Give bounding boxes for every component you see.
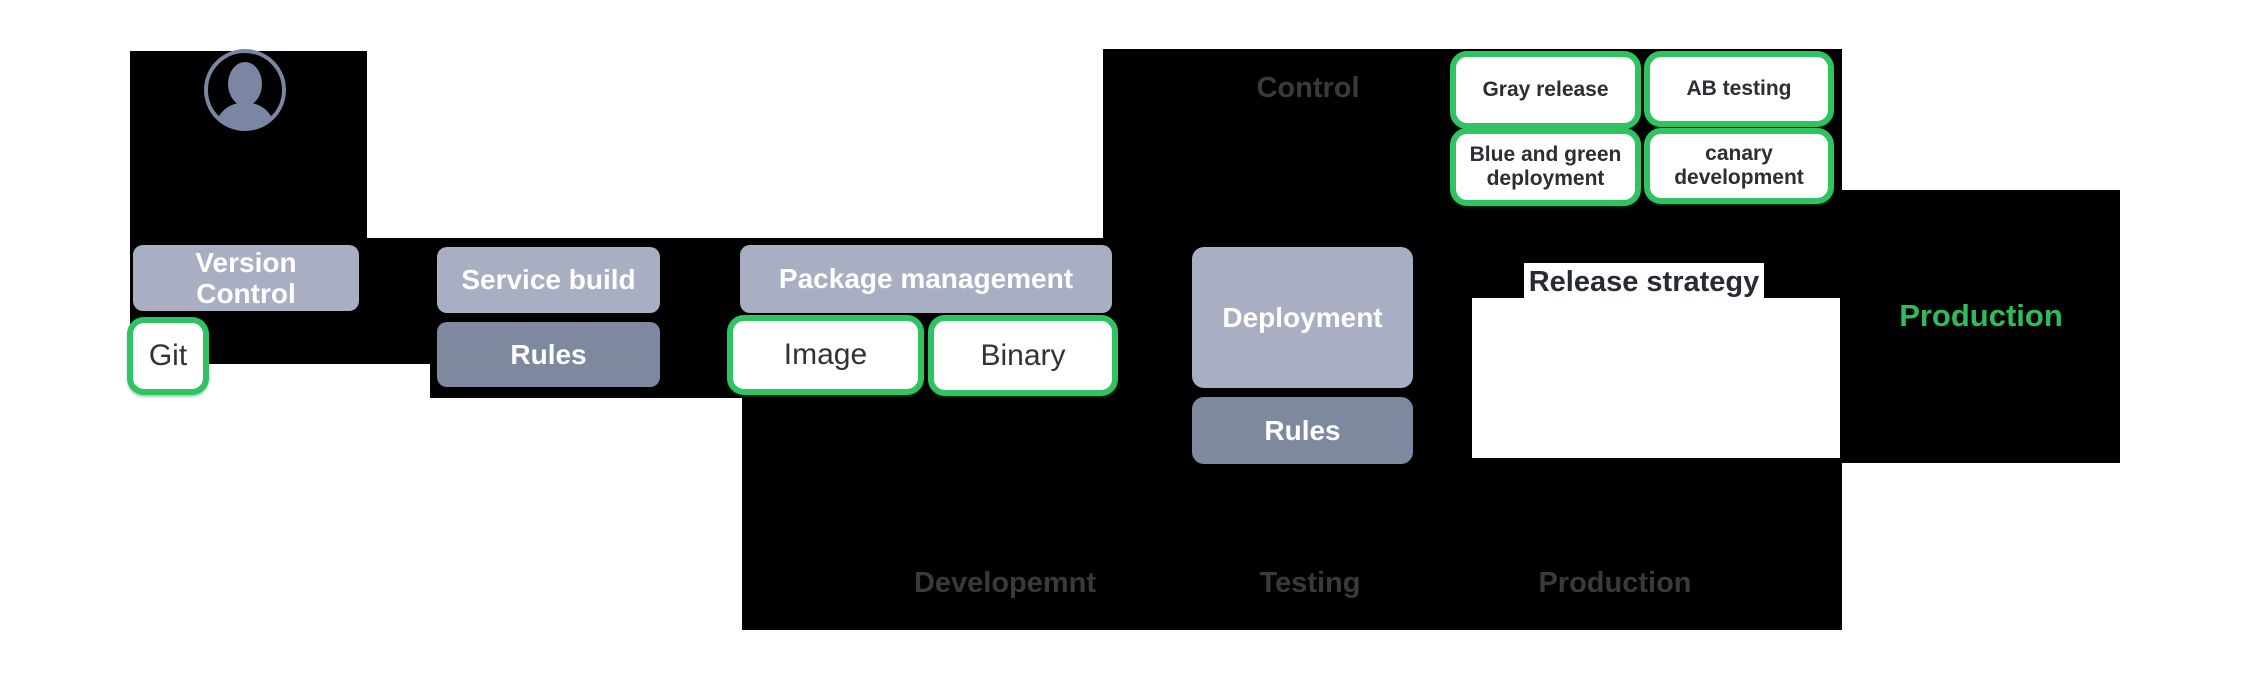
canary-development-node: canary development (1644, 128, 1834, 204)
deployment-label: Deployment (1222, 301, 1383, 333)
package-management-label: Package management (778, 263, 1074, 295)
git-node: Git (127, 317, 209, 395)
testing-label-text: Testing (1259, 566, 1361, 599)
image-node: Image (727, 315, 924, 395)
version-control-node: Version Control (133, 245, 359, 311)
control-label-text: Control (1256, 71, 1360, 104)
release-strategy-panel (1472, 298, 1840, 458)
environment-label-development: Developemnt (880, 566, 1130, 600)
user-avatar-icon (202, 47, 288, 138)
git-label: Git (148, 339, 188, 372)
gray-release-node: Gray release (1450, 51, 1641, 129)
control-stage-label: Control (1208, 72, 1408, 104)
production-stage-label: Production (1842, 298, 2120, 334)
production-label-text: Production (1899, 298, 2063, 333)
deployment-node: Deployment (1192, 247, 1413, 388)
gray-release-label: Gray release (1482, 77, 1609, 101)
image-label: Image (783, 338, 868, 371)
service-build-node: Service build (437, 247, 660, 313)
package-management-node: Package management (740, 245, 1112, 313)
production-stage-background (1842, 190, 2120, 463)
release-strategy-title: Release strategy (1524, 263, 1764, 301)
ab-testing-label: AB testing (1686, 76, 1792, 100)
deployment-rules-label: Rules (1264, 414, 1341, 446)
service-build-rules-label: Rules (510, 338, 587, 370)
service-build-label: Service build (461, 264, 636, 296)
environment-label-testing: Testing (1190, 566, 1430, 600)
version-control-label: Version Control (195, 246, 297, 309)
release-strategy-text: Release strategy (1528, 265, 1760, 298)
deployment-rules-node: Rules (1192, 397, 1413, 464)
production-bottom-label-text: Production (1538, 566, 1692, 599)
service-build-rules-node: Rules (437, 322, 660, 387)
ab-testing-node: AB testing (1644, 51, 1834, 127)
development-label-text: Developemnt (913, 566, 1097, 599)
blue-green-deployment-node: Blue and green deployment (1450, 128, 1641, 206)
canary-development-label: canary development (1674, 141, 1804, 189)
binary-label: Binary (980, 338, 1066, 372)
environment-label-production: Production (1495, 566, 1735, 600)
blue-green-deployment-label: Blue and green deployment (1469, 142, 1622, 190)
version-control-band-background (367, 238, 430, 364)
binary-node: Binary (928, 315, 1118, 396)
